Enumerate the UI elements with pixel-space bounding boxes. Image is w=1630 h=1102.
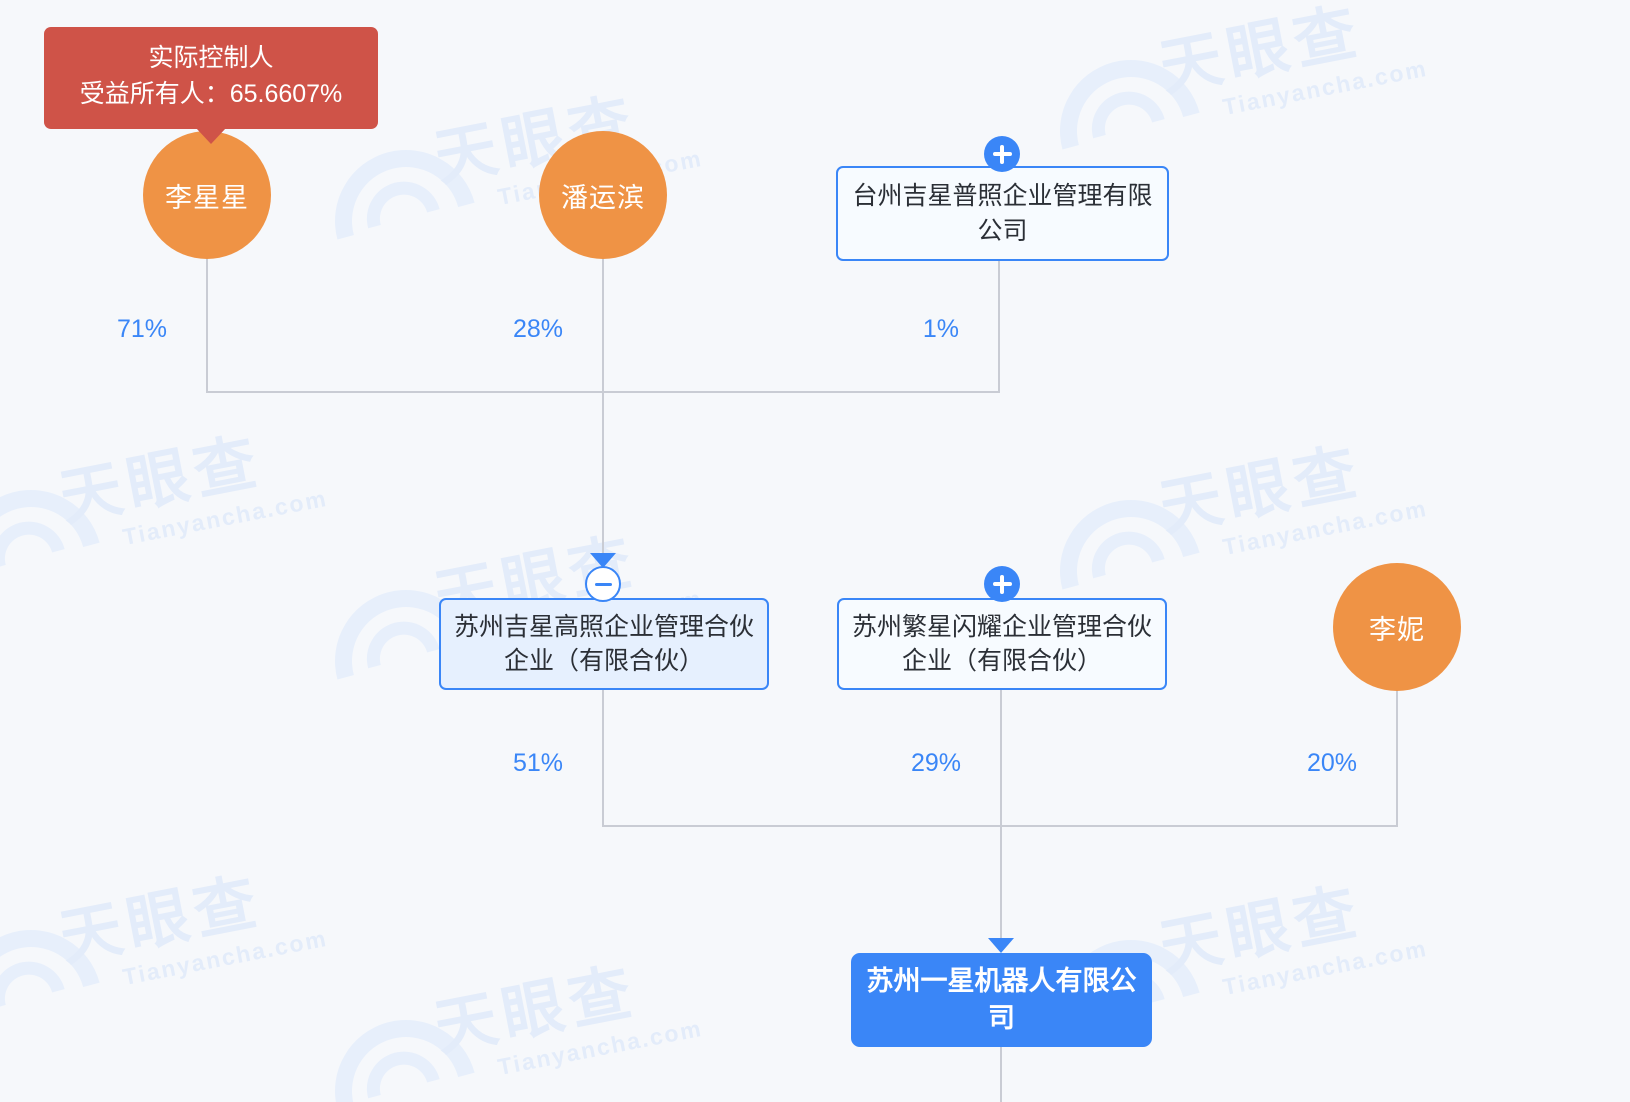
edge-taizhou-vertical	[998, 261, 1000, 393]
pct-label-fanxing-shanyao: 29%	[908, 746, 968, 781]
edge-target-downstream	[1000, 1047, 1002, 1102]
expand-toggle-taizhou-jixing-puzhao[interactable]	[984, 136, 1020, 172]
person-node-li-ni[interactable]: 李妮	[1333, 563, 1461, 691]
company-node-target-suzhou-yixing-robot[interactable]: 苏州一星机器人有限公司	[851, 953, 1152, 1047]
edge-jixing-gaozhao-vertical	[602, 690, 604, 826]
person-node-pan-yunbin[interactable]: 潘运滨	[539, 131, 667, 259]
edge-lower-bus	[602, 825, 1398, 827]
edge-li-xingxing-vertical	[206, 258, 208, 393]
minus-icon-bar	[594, 582, 612, 586]
plus-icon-vertical-bar	[1000, 574, 1004, 594]
edge-li-ni-vertical	[1396, 690, 1398, 826]
pct-label-taizhou: 1%	[920, 312, 966, 347]
company-node-suzhou-jixing-gaozhao[interactable]: 苏州吉星高照企业管理合伙企业（有限合伙）	[439, 598, 769, 690]
expand-toggle-suzhou-fanxing-shanyao[interactable]	[984, 566, 1020, 602]
edge-pan-yunbin-vertical	[602, 258, 604, 558]
pct-label-jixing-gaozhao: 51%	[510, 746, 570, 781]
actual-controller-badge: 实际控制人 受益所有人：65.6607%	[44, 27, 378, 144]
edge-fanxing-shanyao-vertical	[1000, 690, 1002, 940]
plus-icon-vertical-bar	[1000, 144, 1004, 164]
edge-arrow-into-jixing-gaozhao	[590, 553, 616, 568]
pct-label-pan-yunbin: 28%	[510, 312, 570, 347]
collapse-toggle-suzhou-jixing-gaozhao[interactable]	[585, 566, 621, 602]
pct-label-li-ni: 20%	[1304, 746, 1364, 781]
company-node-suzhou-fanxing-shanyao[interactable]: 苏州繁星闪耀企业管理合伙企业（有限合伙）	[837, 598, 1167, 690]
badge-pointer	[196, 127, 226, 144]
edge-arrow-into-target	[988, 938, 1014, 953]
company-node-taizhou-jixing-puzhao[interactable]: 台州吉星普照企业管理有限公司	[836, 166, 1169, 261]
badge-line-title: 实际控制人	[148, 44, 274, 72]
badge-line-beneficial-owner: 受益所有人：65.6607%	[79, 80, 343, 109]
person-node-li-xingxing[interactable]: 李星星	[143, 131, 271, 259]
edge-upper-bus	[206, 391, 1000, 393]
pct-label-li-xingxing: 71%	[114, 312, 174, 347]
